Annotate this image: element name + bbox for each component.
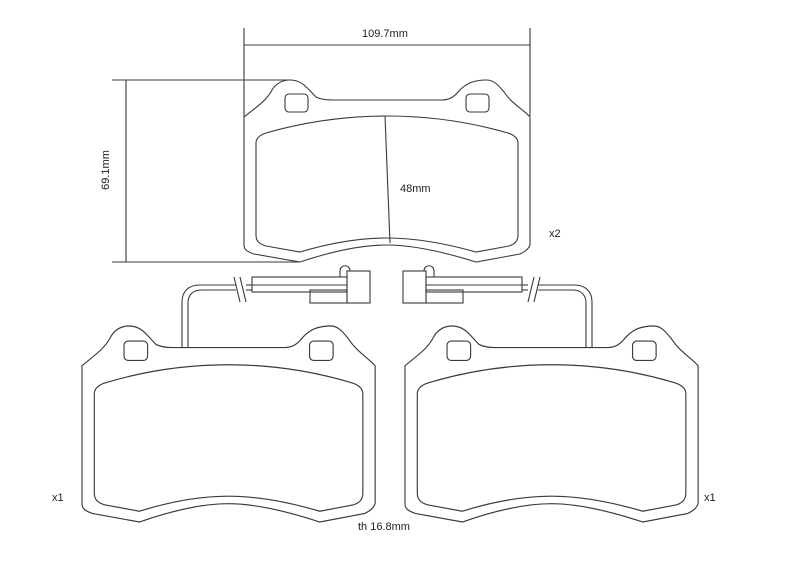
- right-wear-sensor: [402, 265, 593, 362]
- height-dimension: [112, 79, 300, 263]
- left-wear-sensor: [181, 265, 371, 362]
- left-brake-pad: [81, 325, 376, 523]
- height-label: 69.1mm: [99, 150, 112, 190]
- width-label: 109.7mm: [362, 28, 408, 40]
- friction-height-label: 48mm: [400, 183, 431, 195]
- right-brake-pad: [404, 325, 699, 523]
- right-pad-quantity: x1: [704, 492, 716, 504]
- width-dimension: [243, 28, 531, 118]
- friction-height-line: [384, 115, 391, 244]
- top-brake-pad: [243, 79, 531, 263]
- left-pad-quantity: x1: [52, 492, 64, 504]
- top-pad-quantity: x2: [549, 228, 561, 240]
- thickness-label: th 16.8mm: [358, 521, 410, 533]
